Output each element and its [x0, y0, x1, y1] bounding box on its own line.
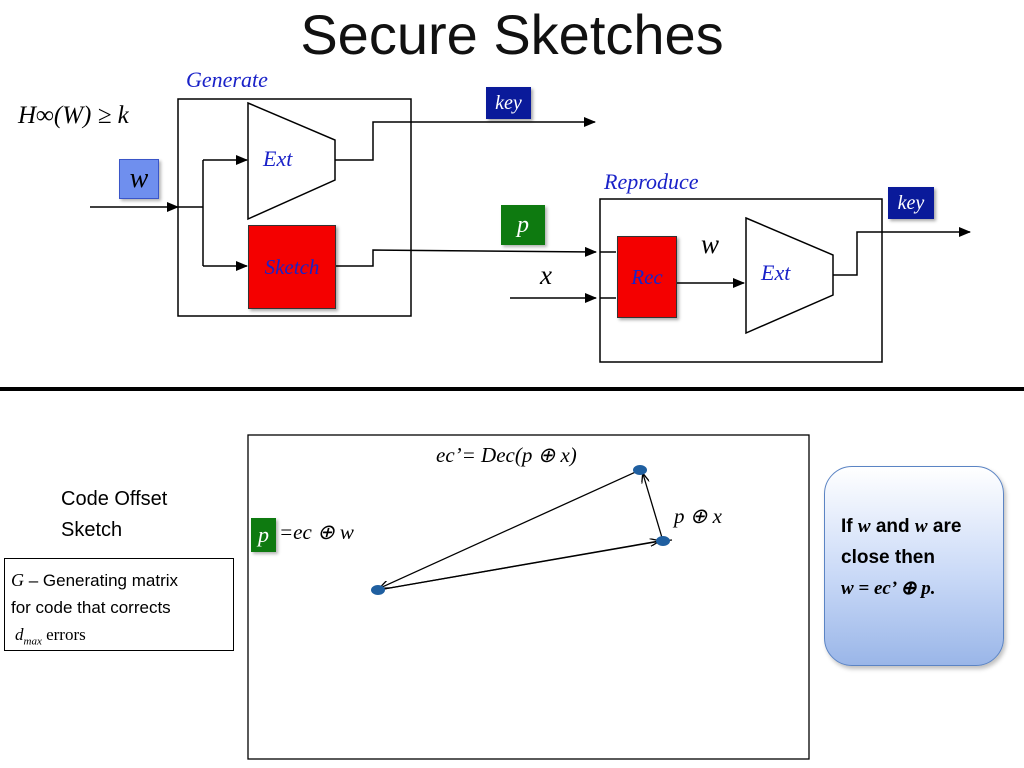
- generate-label: Generate: [186, 67, 268, 92]
- dot-w: [371, 585, 385, 595]
- sketch-label: Sketch: [264, 254, 320, 279]
- vector-to-px-arrow: [377, 541, 659, 591]
- note-errors: errors: [41, 625, 86, 644]
- dot-ec: [633, 465, 647, 475]
- callout-w1: w: [857, 516, 871, 537]
- note-text2: for code that corrects: [11, 598, 171, 617]
- code-offset-title-line2: Sketch: [61, 519, 123, 541]
- page-title: Secure Sketches: [300, 3, 724, 66]
- dot-p-xor-x: [656, 536, 670, 546]
- rec-box: Rec: [617, 236, 677, 318]
- callout-line1-c: are: [927, 516, 962, 537]
- rec-label: Rec: [631, 264, 663, 289]
- generating-matrix-note: G – Generating matrix for code that corr…: [4, 558, 234, 651]
- p-box-bottom: p: [251, 518, 276, 552]
- code-offset-title: Code Offset Sketch: [61, 484, 167, 546]
- note-d: d: [15, 625, 24, 644]
- code-offset-title-line1: Code Offset: [61, 488, 168, 510]
- generate-ext-label: Ext: [263, 146, 293, 171]
- reproduce-label: Reproduce: [604, 169, 699, 194]
- callout-line2: close then: [841, 547, 935, 568]
- p-xor-x-label: p ⊕ x: [674, 504, 722, 528]
- conclusion-callout: If w and w are close then w = ec’ ⊕ p.: [824, 466, 1004, 666]
- callout-line1-a: If: [841, 516, 858, 537]
- note-d-sub: max: [23, 635, 42, 648]
- key-box-reproduce: key: [888, 187, 934, 219]
- note-g: G: [11, 570, 24, 590]
- p-formula: =ec ⊕ w: [279, 520, 354, 544]
- sketch-box: Sketch: [248, 225, 336, 309]
- reproduce-ext-label: Ext: [761, 260, 791, 285]
- key-box-generate: key: [486, 87, 531, 119]
- input-w-box: w: [119, 159, 159, 199]
- p-output-arrow: [335, 246, 597, 267]
- reproduce-block: [599, 198, 883, 363]
- section-divider: [0, 387, 1024, 391]
- vector-ec-to-w-arrow: [380, 469, 641, 588]
- callout-line3: w = ec’ ⊕ p.: [841, 578, 936, 599]
- reproduce-key-arrow: [833, 227, 971, 276]
- vector-px-to-ec-arrow: [643, 474, 664, 542]
- note-text1: – Generating matrix: [24, 571, 179, 590]
- w-prime-label: w: [701, 229, 720, 259]
- callout-w2: w: [914, 516, 928, 537]
- entropy-formula: H∞(W) ≥ k: [18, 102, 129, 129]
- p-box: p: [501, 205, 545, 245]
- ec-formula: ec’= Dec(p ⊕ x): [436, 443, 577, 467]
- input-x-label: x: [540, 260, 552, 290]
- generate-ext-trapezoid: [247, 101, 336, 221]
- code-offset-panel: [247, 434, 810, 760]
- callout-line1-b: and: [870, 516, 915, 537]
- reproduce-ext-trapezoid: [745, 216, 834, 335]
- key-output-arrow: [335, 117, 596, 161]
